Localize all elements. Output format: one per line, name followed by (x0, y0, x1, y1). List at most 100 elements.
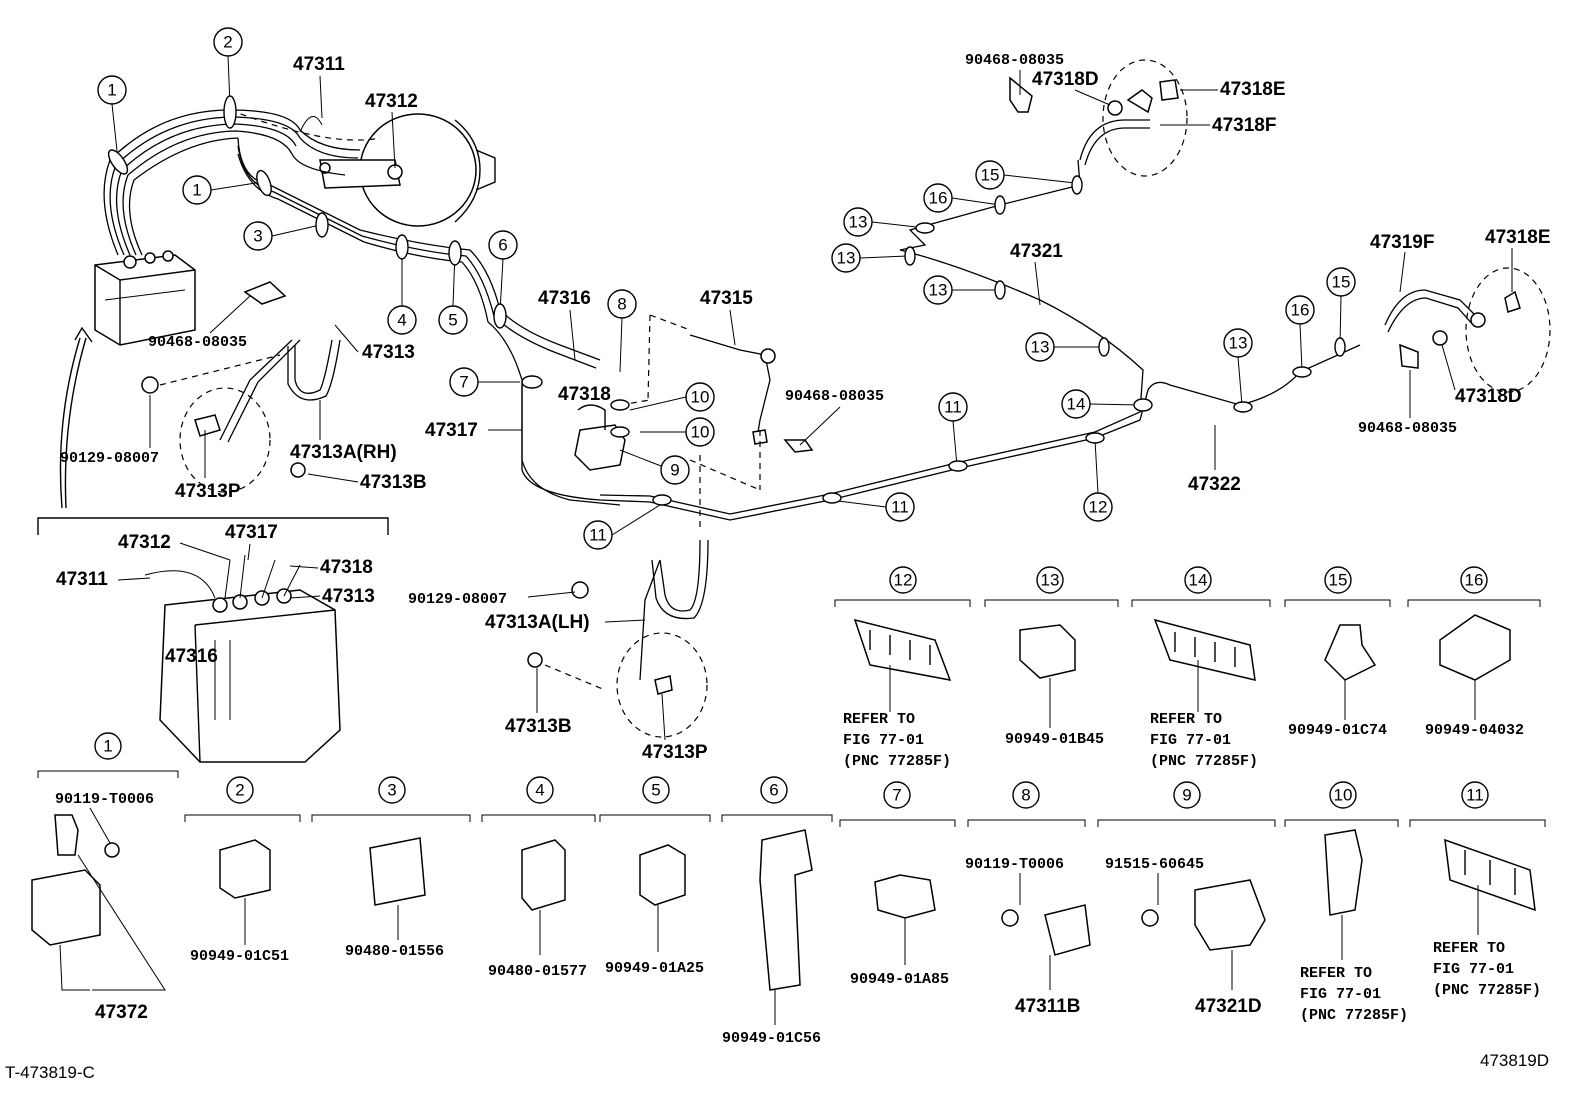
label-47315: 47315 (700, 288, 753, 309)
svg-text:1: 1 (103, 737, 112, 756)
inset-label-47311: 47311 (56, 569, 108, 590)
brake-booster (319, 113, 496, 227)
svg-text:12: 12 (894, 571, 913, 590)
label-47313P-a: 47313P (175, 481, 241, 502)
legend-item-7: 7 90949-01A85 (839, 781, 956, 988)
svg-text:16: 16 (1465, 571, 1484, 590)
legend-item-11: 11 REFER TO FIG 77-01 (PNC 77285F) (1409, 781, 1546, 999)
svg-text:14: 14 (1189, 571, 1208, 590)
legend-2-part: 90949-01C51 (190, 948, 289, 965)
callout-13b: 13 (837, 249, 856, 268)
label-47313A-RH: 47313A(RH) (290, 442, 397, 463)
legend-9-bolt: 91515-60645 (1105, 856, 1204, 873)
svg-text:7: 7 (892, 786, 901, 805)
legend-item-16: 16 90949-04032 (1407, 566, 1541, 739)
legend-item-13: 13 90949-01B45 (984, 566, 1119, 748)
inset-label-47318: 47318 (320, 557, 373, 578)
callout-13c: 13 (929, 281, 948, 300)
callout-6: 6 (498, 236, 507, 255)
legend-14-ref1: REFER TO (1150, 711, 1222, 728)
legend-11-ref2: FIG 77-01 (1433, 961, 1514, 978)
legend-4-part: 90480-01577 (488, 963, 587, 980)
legend-8-part: 47311B (1015, 996, 1081, 1017)
legend-14-ref3: (PNC 77285F) (1150, 753, 1258, 770)
legend-8-bolt: 90119-T0006 (965, 856, 1064, 873)
callout-5: 5 (448, 311, 457, 330)
label-47313: 47313 (362, 342, 415, 363)
label-47318E-b: 47318E (1485, 227, 1551, 248)
label-47313B-b: 47313B (505, 716, 572, 737)
callout-7: 7 (459, 373, 468, 392)
legend-16-part: 90949-04032 (1425, 722, 1524, 739)
pipe-clip-markers (107, 95, 1346, 506)
legend-item-1: 1 90119-T0006 47372 (31, 732, 179, 1023)
callout-1a: 1 (107, 81, 116, 100)
rear-right-hose (1009, 59, 1188, 177)
legend-item-4: 4 90480-01577 (481, 776, 596, 980)
legend-12-ref1: REFER TO (843, 711, 915, 728)
svg-text:2: 2 (235, 781, 244, 800)
label-47311: 47311 (293, 54, 345, 75)
svg-text:9: 9 (1182, 786, 1191, 805)
svg-text:10: 10 (1334, 786, 1353, 805)
legend-item-6: 6 90949-01C56 (721, 776, 833, 1047)
label-90468-08035-a: 90468-08035 (148, 334, 247, 351)
label-47313B-a: 47313B (360, 472, 427, 493)
label-47322: 47322 (1188, 474, 1241, 495)
abs-actuator-upper (94, 250, 196, 346)
callout-2a: 2 (223, 33, 232, 52)
label-90468-08035-d: 90468-08035 (1358, 420, 1457, 437)
label-47313A-LH: 47313A(LH) (485, 612, 590, 633)
callout-16a: 16 (929, 189, 948, 208)
title-code: T-473819-C (5, 1063, 95, 1082)
svg-text:13: 13 (1041, 571, 1060, 590)
callout-12: 12 (1089, 498, 1108, 517)
legend-15-part: 90949-01C74 (1288, 722, 1387, 739)
legend-14-ref2: FIG 77-01 (1150, 732, 1231, 749)
svg-text:11: 11 (1466, 786, 1484, 805)
curved-arrow (59, 326, 93, 509)
label-90468-08035-b: 90468-08035 (785, 388, 884, 405)
callout-15b: 15 (1332, 273, 1351, 292)
legend-item-9: 9 91515-60645 47321D (1097, 781, 1276, 1017)
figure-code: 473819D (1480, 1051, 1549, 1070)
callout-13a: 13 (849, 213, 868, 232)
legend-item-10: 10 REFER TO FIG 77-01 (PNC 77285F) (1284, 781, 1408, 1024)
label-90129-08007-b: 90129-08007 (408, 591, 507, 608)
front-right-hose (141, 339, 341, 493)
legend-7-part: 90949-01A85 (850, 971, 949, 988)
svg-text:5: 5 (651, 781, 660, 800)
callout-15a: 15 (981, 166, 1000, 185)
legend-12-ref2: FIG 77-01 (843, 732, 924, 749)
legend-3-part: 90480-01556 (345, 943, 444, 960)
legend-1-bolt: 90119-T0006 (55, 791, 154, 808)
callout-13e: 13 (1229, 334, 1248, 353)
label-47321: 47321 (1010, 241, 1063, 262)
label-90468-08035-c: 90468-08035 (965, 52, 1064, 69)
inset-label-47317: 47317 (225, 522, 278, 543)
svg-text:3: 3 (387, 781, 396, 800)
callout-8: 8 (617, 295, 626, 314)
legend-10-ref1: REFER TO (1300, 965, 1372, 982)
legend-10-ref2: FIG 77-01 (1300, 986, 1381, 1003)
inset-actuator (37, 517, 389, 763)
label-47318D-a: 47318D (1032, 69, 1099, 90)
inset-label-47312: 47312 (118, 532, 171, 553)
callout-4: 4 (397, 311, 406, 330)
legend-1-part: 47372 (95, 1002, 148, 1023)
legend-10-ref3: (PNC 77285F) (1300, 1007, 1408, 1024)
label-47318E-a: 47318E (1220, 79, 1286, 100)
inset-label-47313: 47313 (322, 586, 375, 607)
callout-11a: 11 (589, 526, 607, 545)
svg-text:4: 4 (535, 781, 544, 800)
legend-9-part: 47321D (1195, 996, 1262, 1017)
legend-6-part: 90949-01C56 (722, 1030, 821, 1047)
svg-text:15: 15 (1329, 571, 1348, 590)
legend-11-ref3: (PNC 77285F) (1433, 982, 1541, 999)
callout-10a: 10 (691, 388, 710, 407)
legend-item-3: 3 90480-01556 (311, 776, 471, 960)
legend-item-5: 5 90949-01A25 (599, 776, 711, 977)
callout-10b: 10 (691, 423, 710, 442)
legend-item-2: 2 90949-01C51 (184, 776, 301, 965)
